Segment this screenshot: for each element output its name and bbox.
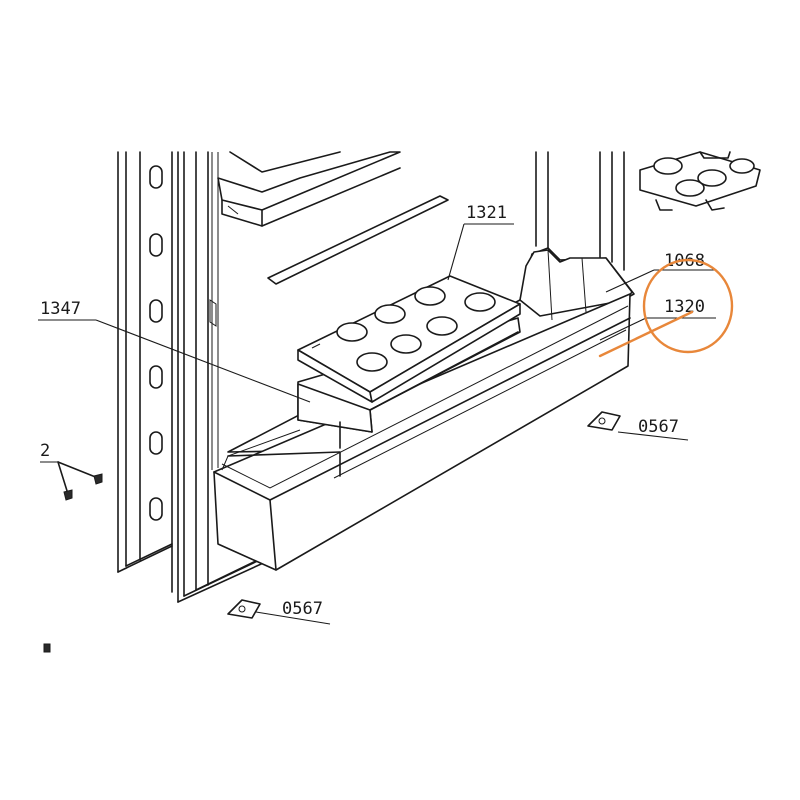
callout-partial: 2 (40, 441, 50, 461)
highlight-pointer (598, 310, 694, 358)
egg-tray-partial (639, 151, 761, 211)
highlight-circle (642, 258, 734, 354)
egg-cup (336, 322, 368, 342)
callout-0567-bottom: 0567 (282, 599, 323, 619)
door-gasket-clips (149, 165, 163, 521)
egg-cup (390, 334, 422, 354)
egg-cup (414, 286, 446, 306)
door-frame (117, 151, 271, 603)
partial-mark (43, 643, 51, 653)
egg-cup (426, 316, 458, 336)
egg-cup (464, 292, 496, 312)
callout-0567-right: 0567 (638, 417, 679, 437)
clip-0567-right (587, 411, 621, 431)
callout-1347: 1347 (40, 299, 81, 319)
door-frame-right (535, 151, 625, 271)
leader-lines (38, 223, 716, 625)
clip-0567-bottom (227, 599, 261, 619)
upper-door-shelf (217, 151, 449, 285)
egg-tray-1321 (297, 275, 521, 403)
callout-1320: 1320 (664, 297, 705, 317)
highlight-annotation (598, 258, 734, 358)
egg-cup (374, 304, 406, 324)
callout-1321: 1321 (466, 203, 507, 223)
screw-parts (57, 461, 103, 501)
egg-cup (356, 352, 388, 372)
